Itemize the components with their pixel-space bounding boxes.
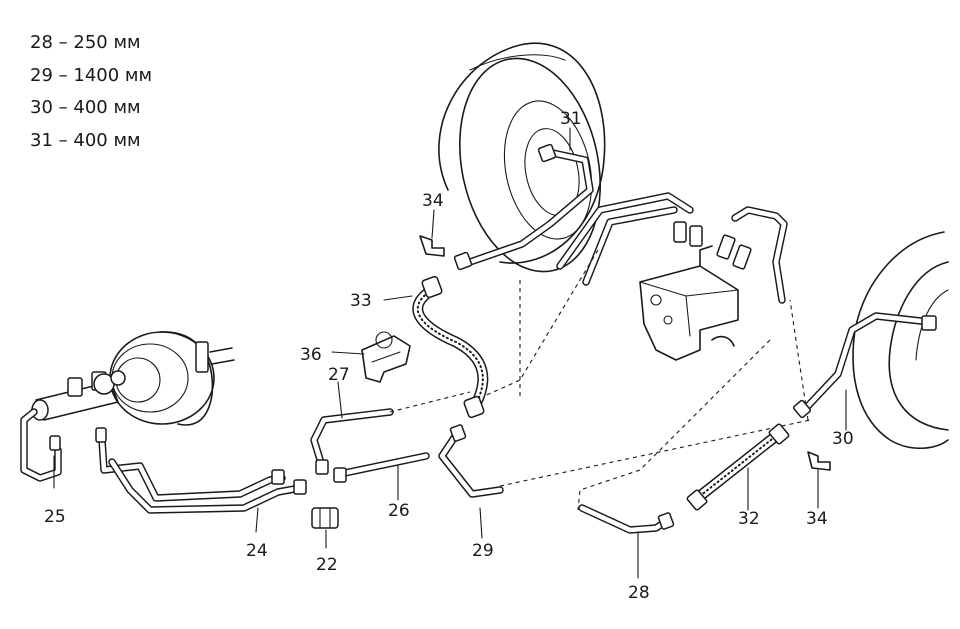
union-nut-22 (311, 507, 339, 529)
spec-row-29: 29 – 1400 мм (30, 65, 152, 86)
clip-34-top (419, 235, 445, 257)
brake-booster (109, 331, 235, 426)
label-25: 25 (44, 507, 66, 527)
clip-34-right (807, 451, 831, 471)
label-34-top: 34 (422, 191, 444, 211)
label-32: 32 (738, 509, 760, 529)
pressure-regulator (639, 245, 739, 361)
rear-wheel-drum (852, 231, 949, 450)
fittings (49, 143, 937, 530)
spec-row-31: 31 – 400 мм (30, 130, 141, 151)
front-wheel-drum (438, 42, 606, 273)
spec-legend: 28 – 250 мм 29 – 1400 мм 30 – 400 мм 31 … (30, 32, 152, 151)
label-28: 28 (628, 583, 650, 603)
label-31: 31 (560, 109, 582, 129)
brake-hoses (412, 284, 782, 502)
label-26: 26 (388, 501, 410, 521)
leader-lines (53, 127, 847, 579)
part-labels: 31 34 33 36 27 25 24 22 26 29 28 32 30 3… (44, 109, 854, 603)
label-33: 33 (350, 291, 372, 311)
label-29: 29 (472, 541, 494, 561)
spec-row-30: 30 – 400 мм (30, 97, 141, 118)
bracket-36 (361, 331, 411, 383)
brake-pipes (20, 148, 934, 534)
spec-row-28: 28 – 250 мм (30, 32, 141, 53)
label-22: 22 (316, 555, 338, 575)
label-24: 24 (246, 541, 268, 561)
label-34-right: 34 (806, 509, 828, 529)
label-27: 27 (328, 365, 350, 385)
label-30: 30 (832, 429, 854, 449)
master-cylinder (31, 370, 126, 421)
label-36: 36 (300, 345, 322, 365)
